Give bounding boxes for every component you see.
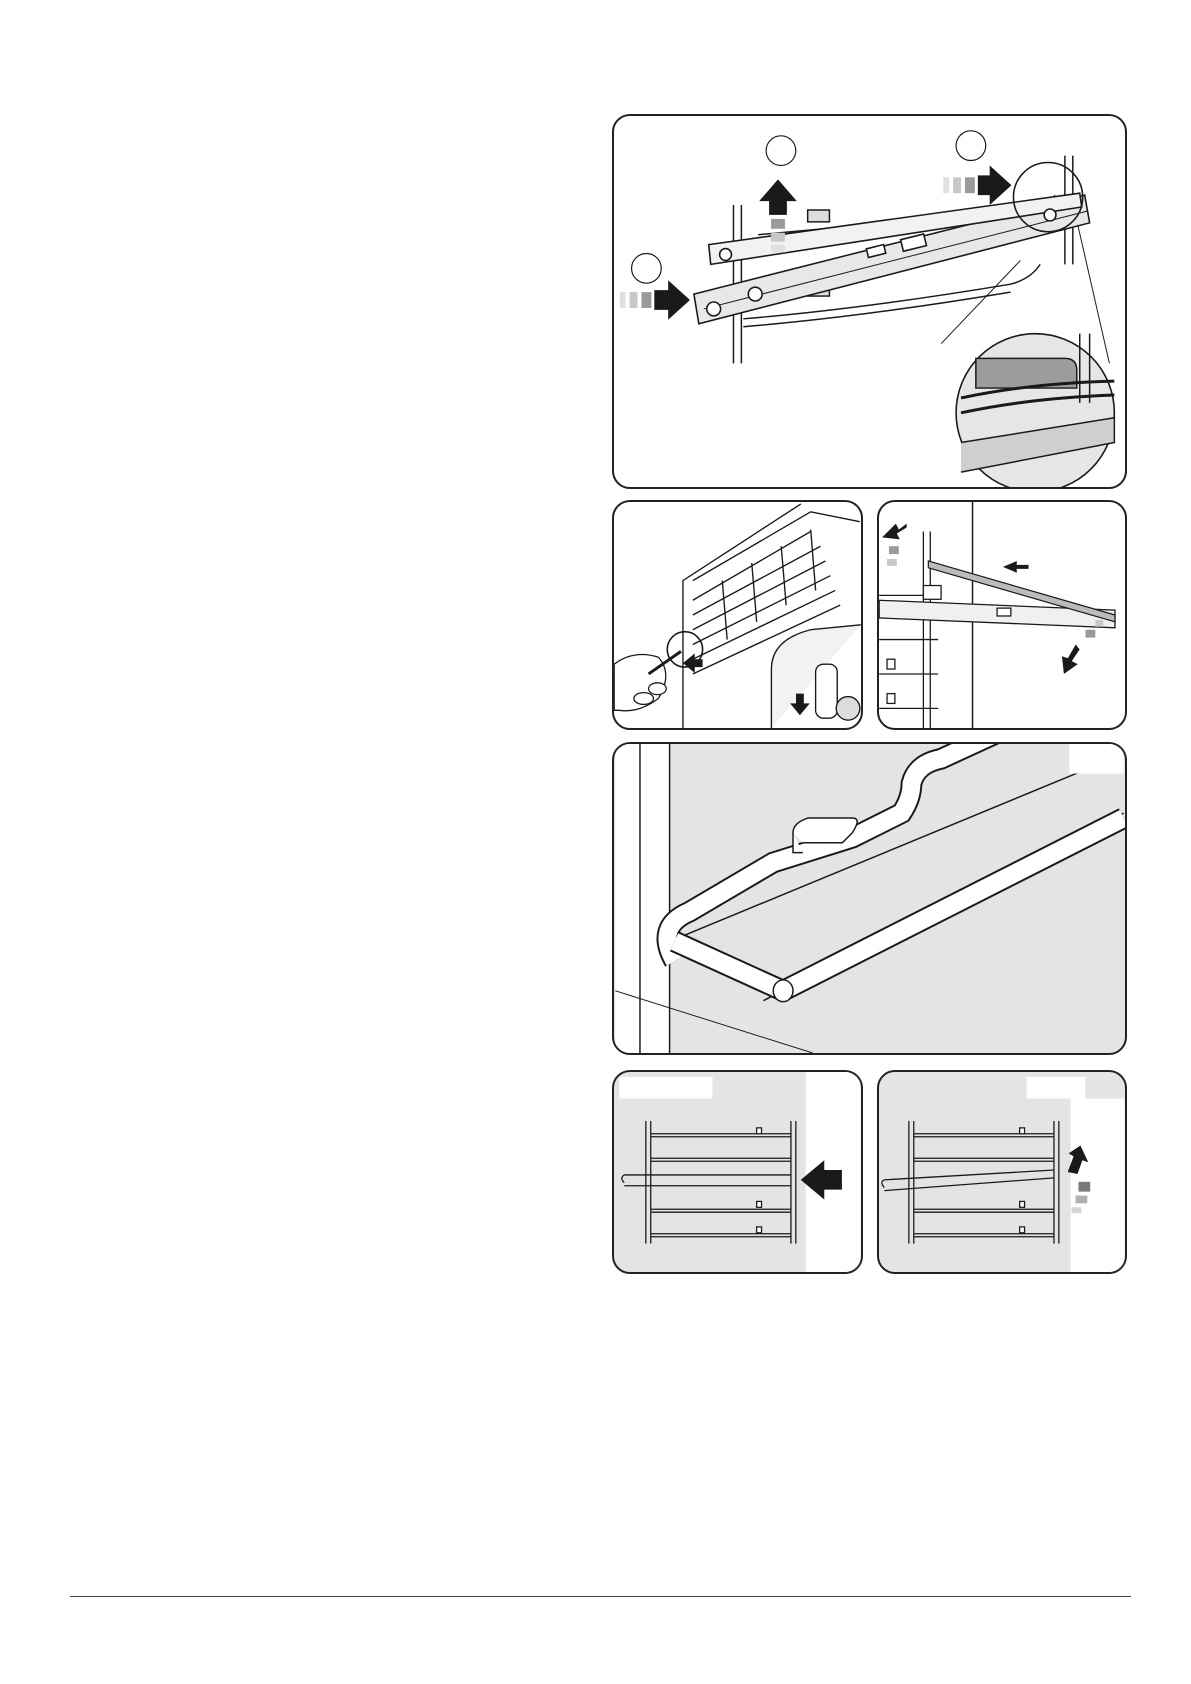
footer-divider [70,1596,1131,1597]
rail-removal-drawing [614,116,1125,487]
illustration-insert-runner [612,1070,863,1274]
illustration-rail-lift-out [877,500,1127,730]
illustration-screwdriver-release [612,500,863,730]
screwdriver-drawing [614,502,861,728]
illustration-shelf-support-closeup [612,742,1127,1055]
shelf-support-drawing [614,744,1125,1053]
hook-runner-drawing [879,1072,1125,1272]
callout-circle-2 [766,136,796,166]
left-arrow-icon [1003,561,1029,573]
callout-circle-3 [956,131,986,161]
rail-lift-drawing [879,502,1125,728]
illustration-hook-runner [877,1070,1127,1274]
push-right-top-arrow-icon [943,165,1011,205]
rotate-down-arrow-icon [1062,620,1103,674]
rotate-up-arrow-icon [882,524,907,566]
push-right-arrow-icon [620,280,690,320]
illustration-rail-removal [612,114,1127,489]
callout-circle-1 [632,254,662,284]
insert-runner-drawing [614,1072,861,1272]
